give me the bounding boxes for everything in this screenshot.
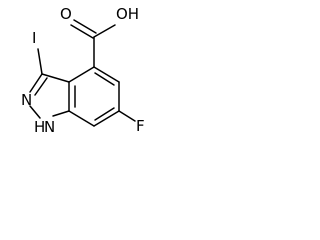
fluorine-label: F (136, 117, 145, 135)
bond-n2-n1 (29, 105, 41, 119)
bond-c3-n2-b (34, 77, 48, 96)
bond-c3a-c4 (68, 66, 95, 83)
nh-hydrogen-label: H (34, 118, 45, 136)
bond-c7-c7a (68, 110, 95, 127)
bond-c-oh (93, 24, 116, 38)
bond-c3a-c3 (41, 73, 70, 83)
carbonyl-oxygen-label: O (60, 5, 72, 23)
bond-c3-i (37, 48, 43, 75)
bond-c4-c5-inner (94, 72, 115, 86)
nitrogen-1-label: N (44, 118, 55, 136)
nitrogen-2-label: N (21, 91, 32, 109)
bond-c6-c7 (93, 110, 120, 127)
bond-c4-c5 (93, 66, 120, 83)
iodine-label: I (32, 29, 36, 47)
structure-canvas: OH O I N H N F (0, 0, 180, 159)
bond-carbonyl-double-a (70, 24, 94, 39)
bonds (29, 19, 136, 127)
molecule-diagram: OH O I N H N F (21, 5, 145, 136)
bond-c3-n2-a (29, 73, 43, 93)
hydroxyl-label: OH (116, 5, 139, 23)
bond-n1-c7a (52, 110, 70, 117)
bond-c6-c7-inner (94, 107, 115, 121)
bond-c6-f (118, 110, 136, 122)
atom-labels: OH O I N H N F (21, 5, 145, 136)
bond-carbonyl-double-b (73, 19, 97, 34)
